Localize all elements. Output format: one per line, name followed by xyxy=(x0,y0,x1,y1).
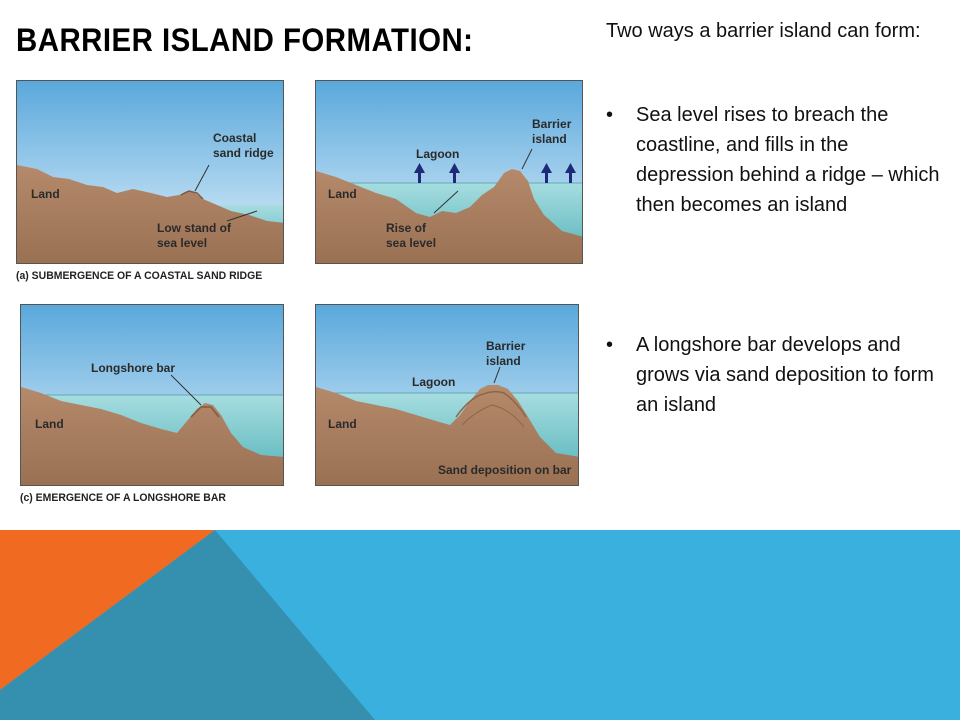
diagram-a-right-svg xyxy=(316,81,582,263)
diagram-c-left-svg xyxy=(21,305,283,485)
land-profile xyxy=(316,385,578,485)
label-longshore-bar: Longshore bar xyxy=(91,361,176,375)
diagram-panel-c-right: Land Lagoon Barrier island Sand depositi… xyxy=(315,304,579,486)
label-land: Land xyxy=(328,187,357,201)
bullet-dot: • xyxy=(606,104,614,126)
diagram-panel-a-left: Land Coastal sand ridge Low stand of sea… xyxy=(16,80,284,264)
label-coastal-sand-ridge: Coastal sand ridge xyxy=(213,131,274,160)
bullet-dot: • xyxy=(606,334,614,356)
label-land: Land xyxy=(31,187,60,201)
label-land: Land xyxy=(328,417,357,431)
label-lagoon: Lagoon xyxy=(416,147,460,161)
page-title: BARRIER ISLAND FORMATION: xyxy=(16,22,474,58)
figure-caption-a: (a) SUBMERGENCE OF A COASTAL SAND RIDGE xyxy=(16,270,263,282)
diagram-panel-c-left: Land Longshore bar xyxy=(20,304,284,486)
label-barrier-island: Barrier island xyxy=(532,117,572,146)
label-low-stand-sea-level: Low stand of sea level xyxy=(157,221,231,250)
label-lagoon: Lagoon xyxy=(412,375,456,389)
teal-accent-shape xyxy=(0,530,375,720)
diagram-panel-a-right: Land Lagoon Barrier island Rise of sea l… xyxy=(315,80,583,264)
bullet-text: Sea level rises to breach the coastline,… xyxy=(636,104,940,216)
bullet-item-submergence: • Sea level rises to breach the coastlin… xyxy=(606,100,946,220)
bullet-item-emergence: • A longshore bar develops and grows via… xyxy=(606,330,946,420)
land-profile xyxy=(316,169,582,263)
land-profile xyxy=(17,165,283,263)
diagram-c-right-svg xyxy=(316,305,578,485)
label-rise-of-sea-level: Rise of sea level xyxy=(386,221,437,250)
label-sand-deposition: Sand deposition on bar xyxy=(438,463,572,477)
diagram-a-left-svg xyxy=(17,81,283,263)
land-profile xyxy=(21,387,283,485)
label-barrier-island: Barrier island xyxy=(486,339,526,368)
figure-caption-c: (c) EMERGENCE OF A LONGSHORE BAR xyxy=(20,492,226,504)
up-arrow-icon xyxy=(414,163,576,183)
label-land: Land xyxy=(35,417,64,431)
bullet-text: A longshore bar develops and grows via s… xyxy=(636,334,934,416)
intro-text: Two ways a barrier island can form: xyxy=(606,20,921,42)
